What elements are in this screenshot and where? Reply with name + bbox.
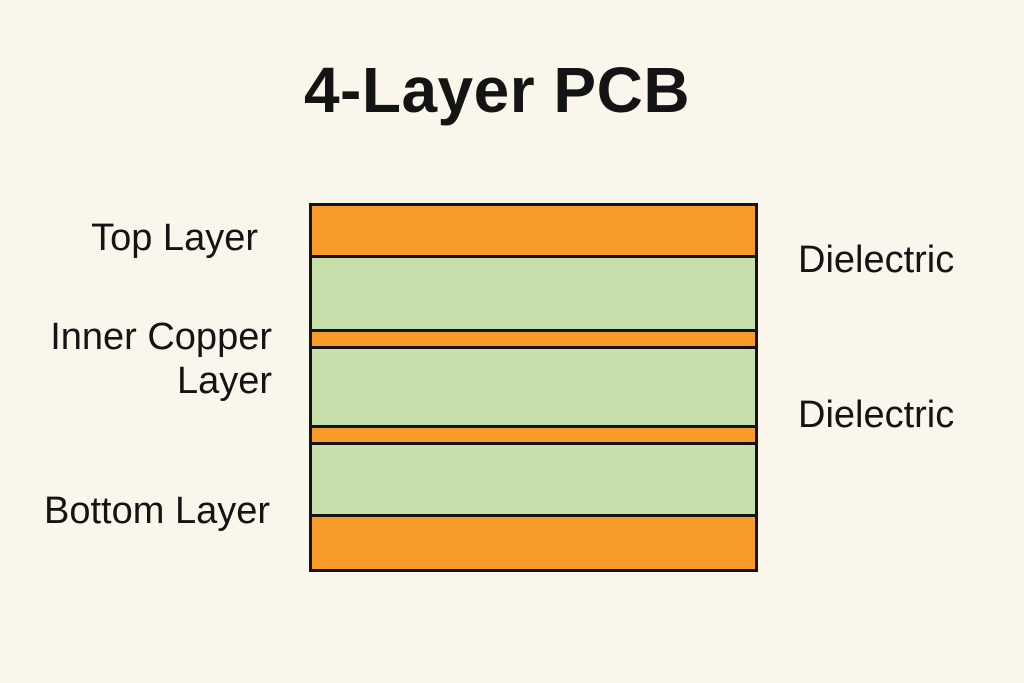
- pcb-layer-dielectric-1: [312, 258, 755, 329]
- label-dielectric-upper: Dielectric: [798, 239, 955, 281]
- pcb-layer-stack: [309, 203, 758, 572]
- pcb-layer-dielectric-2: [312, 349, 755, 425]
- pcb-layer-inner-copper-2: [312, 428, 755, 442]
- pcb-layer-bottom-copper: [312, 517, 755, 569]
- label-bottom-layer: Bottom Layer: [44, 490, 270, 532]
- label-inner-copper-layer: Inner Copper Layer: [50, 316, 272, 402]
- label-top-layer: Top Layer: [91, 217, 258, 259]
- pcb-layer-dielectric-3: [312, 445, 755, 514]
- diagram-title: 4-Layer PCB: [303, 54, 691, 126]
- label-dielectric-lower: Dielectric: [798, 394, 955, 436]
- pcb-layer-top-copper: [312, 206, 755, 255]
- pcb-layer-inner-copper-1: [312, 332, 755, 346]
